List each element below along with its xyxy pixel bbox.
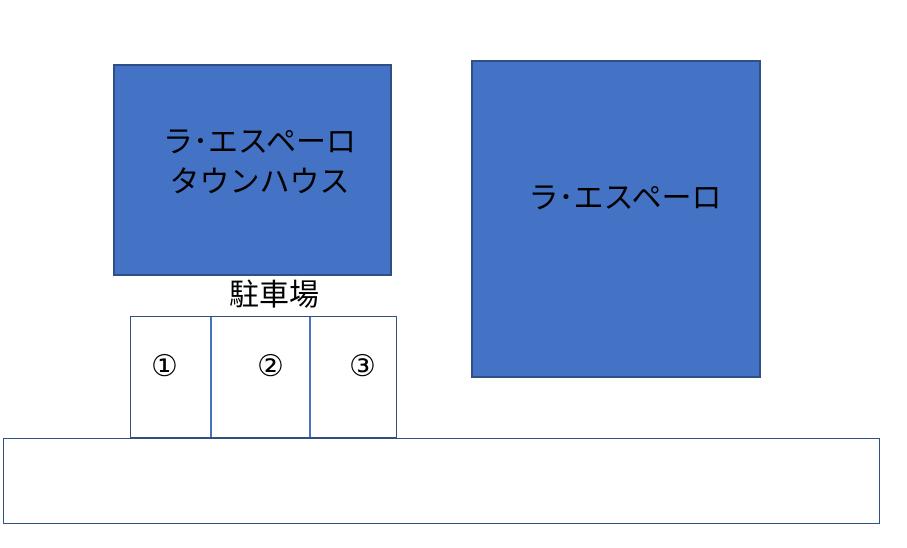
road-strip [3,438,880,524]
parking-divider [210,317,212,437]
parking-title: 駐車場 [229,278,319,313]
townhouse-label: ラ･エスペーロ タウンハウス [163,123,356,203]
townhouse-building: ラ･エスペーロ タウンハウス [113,64,392,276]
main-building-label-wrap: ラ･エスペーロ [529,179,722,219]
parking-divider [309,317,311,437]
parking-space-3: ③ [349,349,376,384]
parking-space-2: ② [257,349,284,384]
main-building-label: ラ･エスペーロ [528,181,722,216]
townhouse-name-line1: ラ･エスペーロ [163,125,356,160]
townhouse-name-line2: タウンハウス [169,165,350,200]
parking-lot: ① ② ③ [130,316,397,438]
parking-space-1: ① [151,349,178,384]
main-building: ラ･エスペーロ [471,60,761,378]
